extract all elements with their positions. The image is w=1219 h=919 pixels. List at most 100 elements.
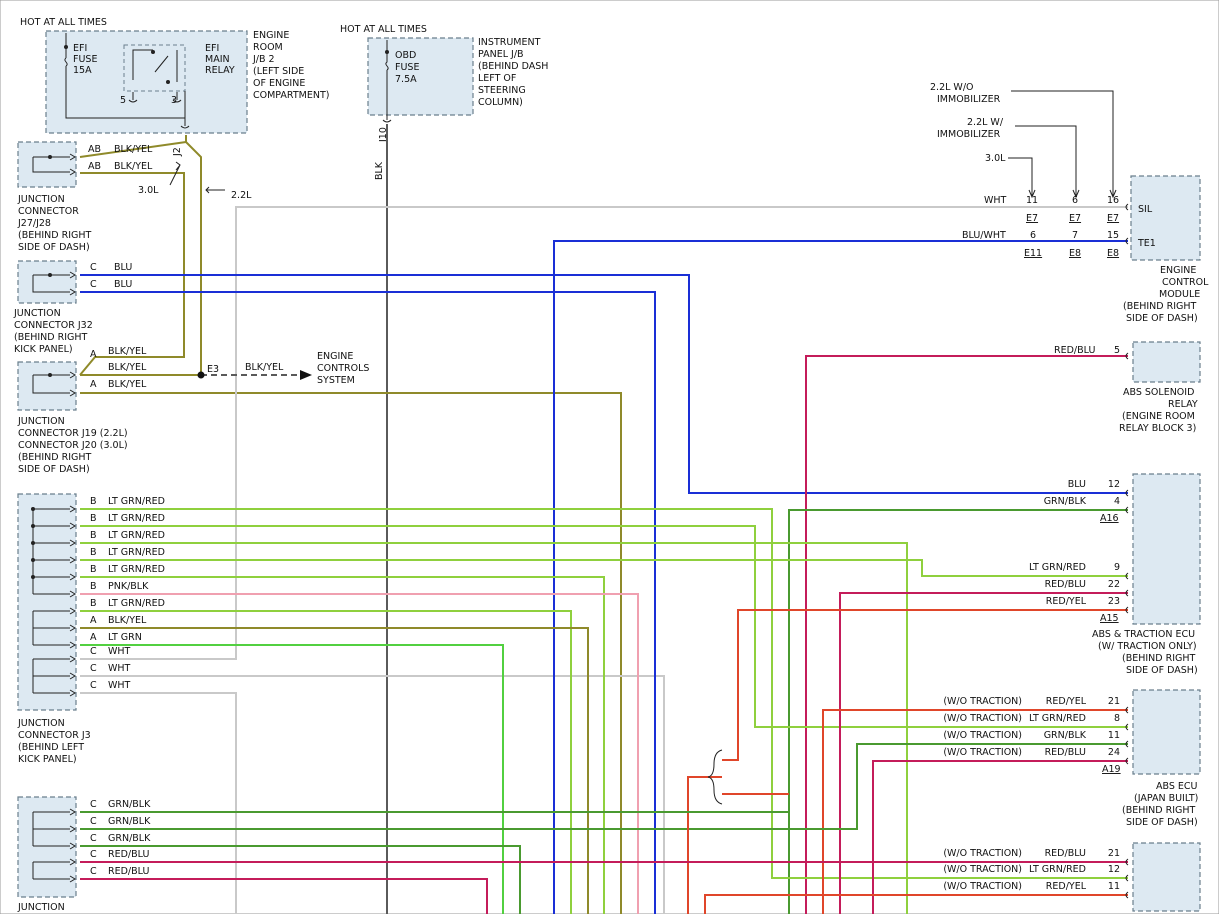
j19-label-1: JUNCTION bbox=[17, 416, 65, 427]
wire-lt-grn-red-5 bbox=[80, 576, 605, 914]
efi-fuse-label-3: 15A bbox=[73, 65, 92, 76]
j27-wire-2: BLK/YEL bbox=[114, 161, 153, 172]
j27-label-4: (BEHIND RIGHT bbox=[18, 230, 92, 241]
j32-label-3: (BEHIND RIGHT bbox=[14, 332, 88, 343]
junction-connector-j27-j28: AB AB BLK/YEL BLK/YEL 3.0L 2.2L JUNCTION… bbox=[17, 141, 252, 253]
wire-red-yel-branch bbox=[687, 776, 789, 914]
relay-pin-5: 5 bbox=[120, 95, 126, 106]
bottom-junction-wire-1: GRN/BLK bbox=[108, 799, 151, 810]
engine-room-label-2: ROOM bbox=[253, 42, 283, 53]
engine-room-jb2: HOT AT ALL TIMES EFI FUSE 15A EFI MAIN R… bbox=[20, 17, 329, 157]
j2-connector-label: J2 bbox=[172, 147, 183, 157]
abs-japan-label-3: (BEHIND RIGHT bbox=[1122, 805, 1196, 816]
j19-wire-3: BLK/YEL bbox=[108, 379, 147, 390]
j19-pin-1: A bbox=[90, 349, 97, 360]
abs-traction-label-1: ABS & TRACTION ECU bbox=[1092, 629, 1195, 640]
wires bbox=[79, 90, 1128, 914]
engine-controls-label-2: CONTROLS bbox=[317, 363, 369, 374]
abs-japan-conn-a19: A19 bbox=[1102, 764, 1121, 775]
abs-traction-pin-1: 12 bbox=[1108, 479, 1120, 490]
wire-grn-blk-b3 bbox=[80, 845, 521, 914]
abs-japan-note-4: (W/O TRACTION) bbox=[943, 747, 1022, 758]
engine-controls-label-1: ENGINE bbox=[317, 351, 353, 362]
ecm-variant-3: 2.2L W/ bbox=[967, 117, 1004, 128]
relay-pin-3: 3 bbox=[171, 95, 177, 106]
j32-wire-2: BLU bbox=[114, 279, 132, 290]
abs-japan-label-4: SIDE OF DASH) bbox=[1126, 817, 1198, 828]
abs-traction-wire-4: RED/BLU bbox=[1045, 579, 1086, 590]
abs-bottom-pin-3: 11 bbox=[1108, 881, 1120, 892]
abs-traction-pin-4: 22 bbox=[1108, 579, 1120, 590]
abs-bottom-note-3: (W/O TRACTION) bbox=[943, 881, 1022, 892]
hot-at-all-times-label-2: HOT AT ALL TIMES bbox=[340, 24, 427, 35]
j3-label-3: (BEHIND LEFT bbox=[18, 742, 84, 753]
abs-traction-wire-2: GRN/BLK bbox=[1044, 496, 1087, 507]
bottom-junction-wire-2: GRN/BLK bbox=[108, 816, 151, 827]
j19-label-3: CONNECTOR J20 (3.0L) bbox=[18, 440, 128, 451]
abs-traction-pin-5: 23 bbox=[1108, 596, 1120, 607]
abs-traction-label-4: SIDE OF DASH) bbox=[1126, 665, 1198, 676]
bottom-junction-wire-4: RED/BLU bbox=[108, 849, 149, 860]
j27-label-3: J27/J28 bbox=[17, 218, 51, 229]
bottom-junction-pin-4: C bbox=[90, 849, 97, 860]
wire-blu-wht bbox=[553, 240, 1128, 914]
obd-fuse-label-3: 7.5A bbox=[395, 74, 417, 85]
wire-wht-2 bbox=[80, 675, 665, 914]
ecm-pin-6b: 6 bbox=[1030, 230, 1036, 241]
ecm-te1: TE1 bbox=[1137, 238, 1156, 249]
wire-lt-grn-red-1 bbox=[80, 508, 1128, 879]
instrument-panel-label-4: LEFT OF bbox=[478, 73, 516, 84]
abs-traction-wire-5: RED/YEL bbox=[1046, 596, 1087, 607]
abs-traction-label-2: (W/ TRACTION ONLY) bbox=[1098, 641, 1197, 652]
j3-wire-9: LT GRN bbox=[108, 632, 142, 643]
abs-traction-ecu: A16 A15 ABS & TRACTION ECU (W/ TRACTION … bbox=[1029, 473, 1201, 676]
e3-wire-label: BLK/YEL bbox=[245, 362, 284, 373]
abs-traction-conn-a15: A15 bbox=[1100, 613, 1119, 624]
j27-label-2: CONNECTOR bbox=[18, 206, 79, 217]
j32-pin-2: C bbox=[90, 279, 97, 290]
abs-japan-wire-3: GRN/BLK bbox=[1044, 730, 1087, 741]
abs-relay-label-3: (ENGINE ROOM bbox=[1122, 411, 1195, 422]
j3-pin-7: B bbox=[90, 598, 97, 609]
engine-room-label-5: OF ENGINE bbox=[253, 78, 305, 89]
wire-blk-yel-2 bbox=[185, 141, 202, 375]
blk-wire-label: BLK bbox=[374, 161, 385, 180]
bottom-junction-pin-5: C bbox=[90, 866, 97, 877]
ecm-label-4: (BEHIND RIGHT bbox=[1123, 301, 1197, 312]
j3-pin-3: B bbox=[90, 530, 97, 541]
j3-label-1: JUNCTION bbox=[17, 718, 65, 729]
abs-relay-pin: 5 bbox=[1114, 345, 1120, 356]
j3-pin-6: B bbox=[90, 581, 97, 592]
abs-japan-note-3: (W/O TRACTION) bbox=[943, 730, 1022, 741]
wire-wht-3 bbox=[80, 692, 237, 914]
abs-traction-pin-3: 9 bbox=[1114, 562, 1120, 573]
wire-wht-ecm bbox=[80, 206, 1128, 660]
j19-wire-2: BLK/YEL bbox=[108, 362, 147, 373]
j3-wire-4: LT GRN/RED bbox=[108, 547, 165, 558]
junction-connector-j32: C C BLU BLU JUNCTION CONNECTOR J32 (BEHI… bbox=[13, 260, 132, 355]
engine-room-label-4: (LEFT SIDE bbox=[253, 66, 304, 77]
abs-traction-label-3: (BEHIND RIGHT bbox=[1122, 653, 1196, 664]
abs-traction-conn-a16: A16 bbox=[1100, 513, 1119, 524]
j27-wire-1: BLK/YEL bbox=[114, 144, 153, 155]
j32-label-2: CONNECTOR J32 bbox=[14, 320, 93, 331]
j3-pin-10: C bbox=[90, 646, 97, 657]
abs-solenoid-relay: RED/BLU 5 ABS SOLENOID RELAY (ENGINE ROO… bbox=[1054, 341, 1201, 434]
wire-blk-yel-3 bbox=[79, 172, 185, 376]
j32-wire-1: BLU bbox=[114, 262, 132, 273]
instrument-panel-jb-box bbox=[367, 37, 474, 116]
j3-pin-11: C bbox=[90, 663, 97, 674]
abs-relay-wire: RED/BLU bbox=[1054, 345, 1095, 356]
e3-connector-label: E3 bbox=[207, 364, 219, 375]
abs-japan-wire-4: RED/BLU bbox=[1045, 747, 1086, 758]
j3-wire-5: LT GRN/RED bbox=[108, 564, 165, 575]
bottom-junction-label: JUNCTION bbox=[17, 902, 65, 913]
abs-ecu-japan: A19 ABS ECU (JAPAN BUILT) (BEHIND RIGHT … bbox=[943, 689, 1201, 828]
instrument-panel-label-6: COLUMN) bbox=[478, 97, 523, 108]
ecm-conn-e11: E11 bbox=[1024, 248, 1042, 259]
efi-relay-label-3: RELAY bbox=[205, 65, 235, 76]
j3-wire-7: LT GRN/RED bbox=[108, 598, 165, 609]
j27-label-1: JUNCTION bbox=[17, 194, 65, 205]
bottom-junction-wire-5: RED/BLU bbox=[108, 866, 149, 877]
